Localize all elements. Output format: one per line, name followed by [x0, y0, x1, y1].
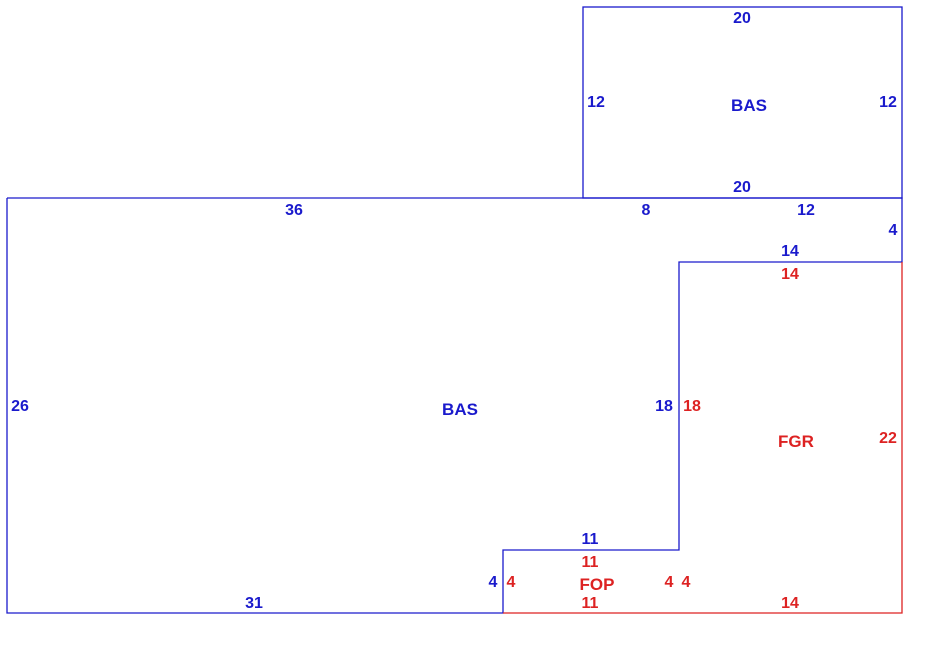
dim-main-porch-top: 11 — [582, 531, 599, 548]
dim-main-top-left: 36 — [285, 202, 303, 219]
dim-fgr-porch-side: 4 — [682, 574, 691, 591]
dim-main-porch-side: 4 — [489, 574, 498, 591]
area-label-fgr: FGR — [778, 432, 814, 451]
dim-fop-bottom: 11 — [582, 595, 599, 612]
dim-main-bottom: 31 — [245, 595, 263, 612]
dim-main-right-step: 4 — [889, 222, 898, 239]
dim-fop-right: 4 — [665, 574, 674, 591]
bas-main-outline — [6, 197, 903, 614]
dim-main-top-mid: 8 — [642, 202, 651, 219]
dim-fop-left: 4 — [507, 574, 516, 591]
dim-main-step-top: 14 — [781, 243, 799, 260]
dim-main-left: 26 — [11, 398, 29, 415]
dim-upper-left: 12 — [587, 94, 605, 111]
area-label-bas-upper: BAS — [731, 96, 767, 115]
fgr-outline — [679, 262, 903, 614]
dim-upper-right: 12 — [879, 94, 897, 111]
dim-main-step-side: 18 — [655, 398, 673, 415]
dim-main-top-right: 12 — [797, 202, 815, 219]
dim-fop-top: 11 — [582, 554, 599, 571]
area-label-bas-main: BAS — [442, 400, 478, 419]
dim-fgr-left: 18 — [683, 398, 701, 415]
dim-upper-bottom: 20 — [733, 179, 751, 196]
dim-upper-top: 20 — [733, 10, 751, 27]
area-label-fop: FOP — [580, 575, 615, 594]
dim-fgr-top: 14 — [781, 266, 799, 283]
dim-fgr-right: 22 — [879, 430, 897, 447]
dim-fgr-bottom: 14 — [781, 595, 799, 612]
